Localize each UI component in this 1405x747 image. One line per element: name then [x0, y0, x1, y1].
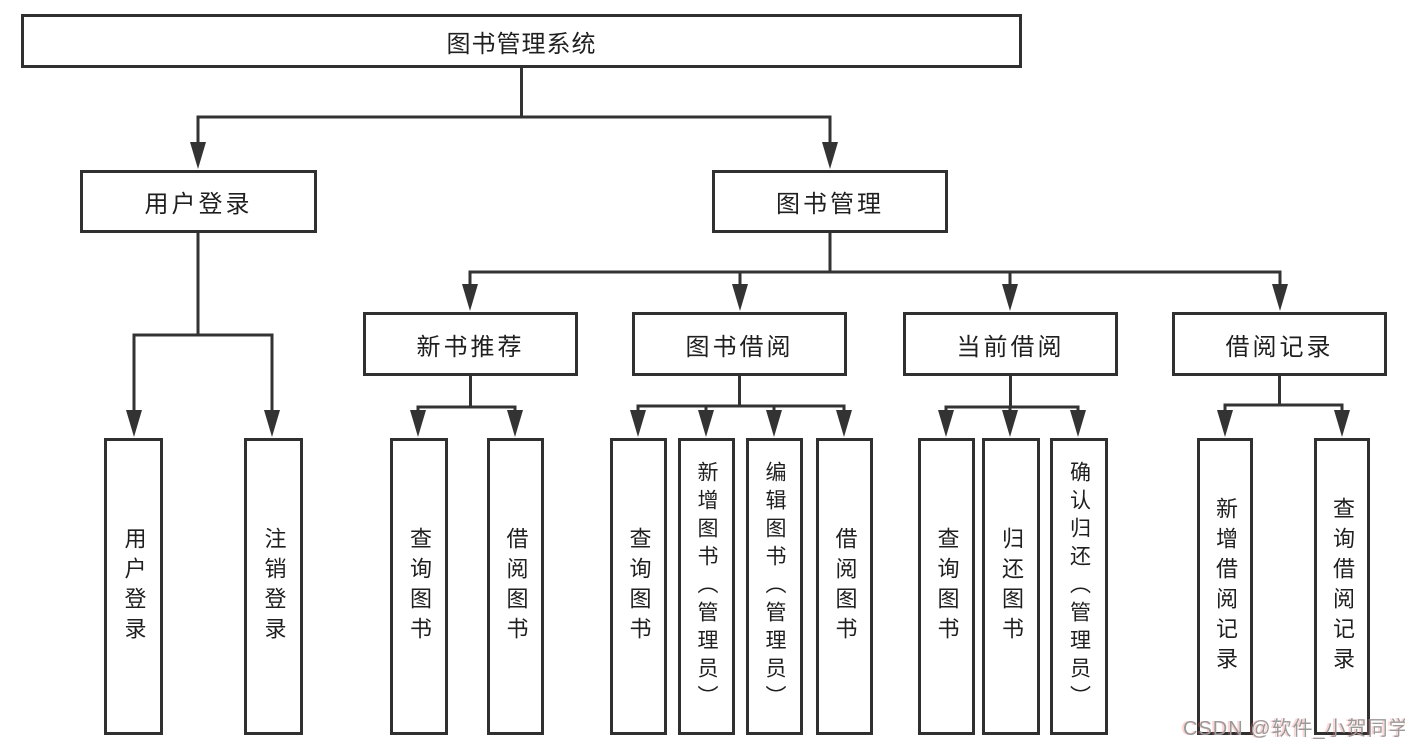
leaf-return-books: 归还图书 [982, 438, 1040, 735]
leaf-query-borrow-record: 查询借阅记录 [1314, 438, 1370, 735]
leaf-edit-book-admin: 编辑图书（管理员） [746, 438, 803, 735]
node-borrowing-records: 借阅记录 [1172, 312, 1387, 376]
leaf-query-books-current: 查询图书 [918, 438, 975, 735]
leaf-borrow-books-recommend: 借阅图书 [487, 438, 544, 735]
leaf-borrow-books: 借阅图书 [816, 438, 873, 735]
leaf-add-borrow-record: 新增借阅记录 [1197, 438, 1253, 735]
node-library-management-system: 图书管理系统 [21, 14, 1022, 68]
leaf-add-book-admin: 新增图书（管理员） [678, 438, 735, 735]
leaf-query-books-borrowing: 查询图书 [610, 438, 667, 735]
node-current-borrowing: 当前借阅 [903, 312, 1118, 376]
leaf-user-login: 用户登录 [104, 438, 163, 735]
node-book-management: 图书管理 [712, 170, 948, 233]
leaf-logout: 注销登录 [244, 438, 303, 735]
node-user-login: 用户登录 [80, 170, 317, 233]
node-book-borrowing: 图书借阅 [632, 312, 847, 376]
leaf-confirm-return-admin: 确认归还（管理员） [1050, 438, 1108, 735]
node-new-book-recommend: 新书推荐 [363, 312, 578, 376]
csdn-watermark: CSDN @软件_小贺同学 [1183, 718, 1405, 740]
leaf-query-books-recommend: 查询图书 [390, 438, 448, 735]
